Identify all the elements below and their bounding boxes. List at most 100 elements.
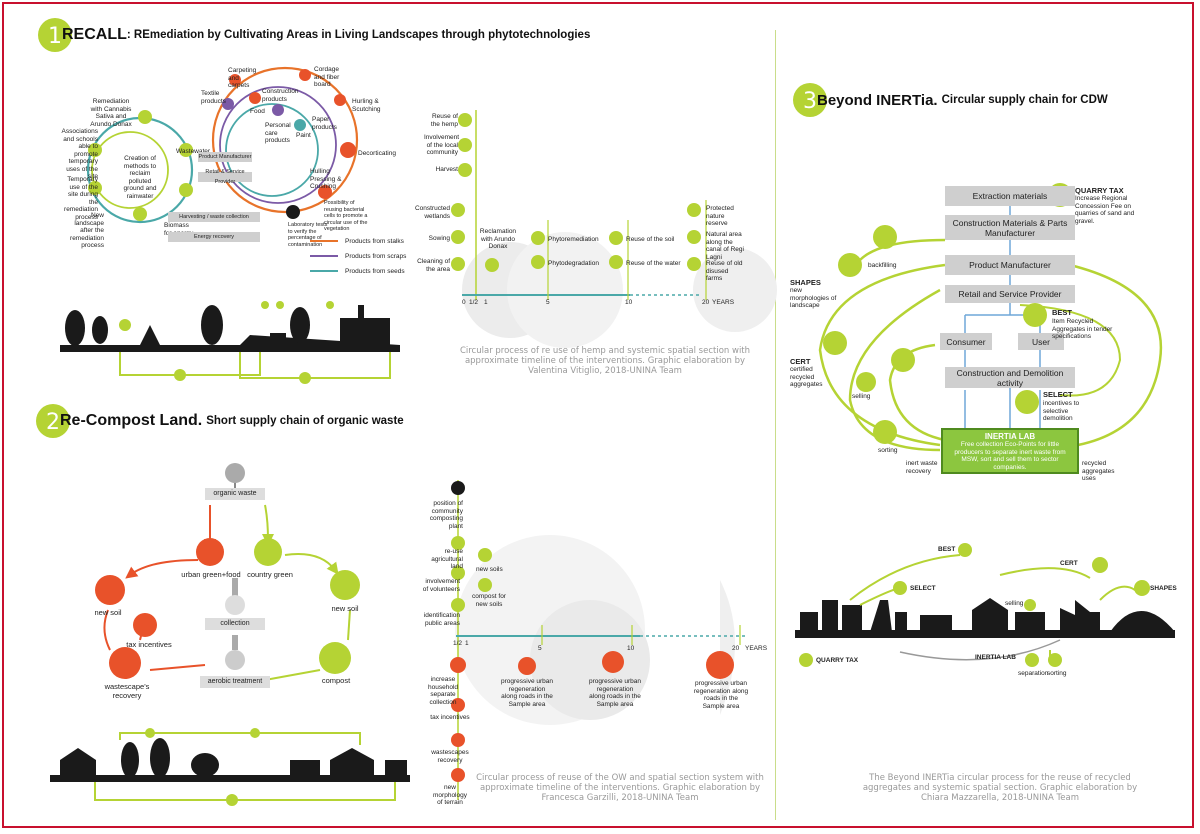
node-tax-incentives: tax incentives: [126, 640, 172, 649]
tl1-reuse-soil: Reuse of the soil: [626, 236, 675, 243]
seed-cycle: [225, 103, 319, 197]
label-hulling: Hulling Pressing & Crushing: [310, 168, 342, 190]
section-2-title: Re-Compost Land.: [60, 412, 203, 429]
shapes-title: SHAPES: [790, 278, 821, 287]
tick1-1: 1: [484, 299, 488, 306]
tick2-years: YEARS: [745, 645, 768, 652]
label-decorticating: Decorticating: [358, 150, 396, 157]
quarry-tax-title: QUARRY TAX: [1075, 186, 1124, 195]
label-construction-products: Construction products: [262, 88, 299, 103]
label-textile: Textile products: [201, 90, 226, 105]
tl1-reclamation: Reclamation with Arundo Donax: [479, 228, 517, 250]
tick2-1: 1: [465, 640, 469, 647]
label-cordage: Cordage and fiber board: [314, 66, 340, 88]
tl2-new-morphology: new morphology of terrain: [433, 784, 467, 806]
section2-landscape: [50, 728, 410, 806]
skyline-quarry-tax: QUARRY TAX: [816, 657, 859, 664]
box-extraction: Extraction materials: [945, 186, 1075, 206]
select-text: incentives to selective demolition: [1043, 400, 1080, 422]
skyline-best: BEST: [938, 546, 956, 553]
label-paper: Paper products: [312, 116, 337, 131]
legend-stalks: Products from stalks: [345, 238, 404, 245]
label-bacterial-reuse: Possibility of reusing bacterial cells t…: [324, 200, 368, 232]
section-3-header: 3 Beyond INERTia. Circular supply chain …: [793, 83, 1108, 117]
tl2-composting-plant: position of community composting plant: [429, 500, 463, 530]
label-wastewater: Wastewater: [176, 148, 211, 155]
node-organic-waste: organic waste: [205, 488, 265, 500]
section-3-number: 3: [793, 83, 827, 117]
tl2-tax-incentives: tax incentives: [430, 714, 470, 721]
section-2-caption: Circular process of reuse of the OW and …: [476, 773, 764, 803]
legend-seeds: Products from seeds: [345, 268, 405, 275]
section-1-header: 1 RECALL : REmediation by Cultivating Ar…: [38, 18, 590, 52]
tl1-nature-reserve: Protected nature reserve: [706, 205, 734, 227]
inertia-lab-box: INERTIA LAB Free collection Eco-Points f…: [941, 428, 1079, 474]
node-wastescape-recovery: wastescape's recovery: [104, 682, 150, 700]
tl1-harvest: Harvest: [435, 166, 458, 173]
label-food: Food: [250, 108, 265, 115]
box-retail-service: Retail and Service Provider: [945, 285, 1075, 303]
section-1-title: RECALL: [62, 26, 127, 43]
section-2-subtitle: Short supply chain of organic waste: [206, 415, 404, 427]
label-inert-waste-recovery: inert waste recovery: [906, 460, 938, 475]
tl1-phytodegradation: Phytodegradation: [548, 260, 599, 267]
section1-nodes: [88, 69, 356, 221]
section-2-header: 2 Re-Compost Land. Short supply chain of…: [36, 404, 404, 438]
label-creation-methods: Creation of methods to reclaim polluted …: [123, 155, 157, 200]
node-aerobic-treatment: aerobic treatment: [200, 676, 270, 688]
inertia-lab-text: Free collection Eco-Points for little pr…: [954, 441, 1066, 471]
box-retail-s1: Retail & Service Provider: [198, 169, 252, 185]
label-personal-care: Personal care products: [265, 122, 291, 144]
skyline-shapes: SHAPES: [1150, 585, 1177, 592]
label-remediation: Remediation with Cannabis Sativa and Aru…: [90, 98, 132, 128]
label-lab-tests: Laboratory tests to verify the percentag…: [288, 222, 328, 248]
tick1-years: YEARS: [712, 299, 735, 306]
tick1-10: 10: [625, 299, 633, 306]
section1-landscape: [60, 301, 400, 384]
label-hurling: Hurling & Scutching: [352, 98, 381, 113]
label-selling: selling: [852, 393, 871, 400]
tl1-sowing: Sowing: [428, 235, 450, 242]
section3-skyline: [795, 543, 1175, 667]
tl1-phytoremediation: Phytoremediation: [548, 236, 599, 243]
box-cd-activity: Construction and Demolition activity: [945, 367, 1075, 388]
tick1-half: 1/2: [469, 299, 479, 306]
tl2-agricultural-land: re-use agricultural land: [431, 548, 463, 570]
box-energy-recovery: Energy recovery: [168, 232, 260, 242]
tick2-5: 5: [538, 645, 542, 652]
node-new-soil-left: new soil: [94, 608, 122, 617]
progressive-1: progressive urban regeneration along roa…: [500, 678, 554, 708]
box-construction-materials: Construction Materials & Parts Manufactu…: [945, 215, 1075, 240]
section-1-number: 1: [38, 18, 72, 52]
tl2-new-soils: new soils: [476, 566, 503, 573]
tl1-reuse-hemp: Reuse of the hemp: [430, 113, 458, 128]
node-collection: collection: [205, 618, 265, 630]
node-new-soil-right: new soil: [331, 604, 359, 613]
section3-flow: [818, 183, 1163, 452]
hemp-cycle-core: [91, 131, 169, 209]
skyline-cert: CERT: [1060, 560, 1078, 567]
skyline-sorting: sorting: [1047, 670, 1067, 677]
tl1-natural-area: Natural area along the canal of Regi Lag…: [706, 231, 744, 261]
skyline-separation: separation: [1018, 670, 1049, 677]
tl2-household-collection: increase household separate collection: [428, 676, 458, 706]
section-3-subtitle: Circular supply chain for CDW: [941, 94, 1108, 106]
tl1-old-farms: Reuse of old disused farms: [706, 260, 743, 282]
tl2-compost-soils: compost for new soils: [472, 593, 506, 608]
quarry-tax-text: Increase Regional Concession Fee on quar…: [1075, 195, 1135, 225]
stalk-cycle: [211, 66, 359, 214]
section-1-subtitle: : REmediation by Cultivating Areas in Li…: [126, 29, 591, 41]
label-associations: Associations and schools able to promote…: [61, 128, 99, 180]
tl1-reuse-water: Reuse of the water: [626, 260, 681, 267]
box-harvesting: Harvesting / waste collection: [168, 212, 260, 222]
label-sorting: sorting: [878, 447, 898, 454]
scrap-cycle: [219, 86, 337, 204]
node-compost: compost: [321, 676, 351, 685]
tick1-5: 5: [546, 299, 550, 306]
label-new-landscape: New landscape after the remediation proc…: [70, 212, 104, 249]
box-product-manufacturer-s1: Product Manufacturer: [198, 152, 252, 162]
label-carpeting: Carpeting and carpets: [228, 67, 257, 89]
tl1-wetlands: Constructed wetlands: [414, 205, 450, 220]
tick2-10: 10: [627, 645, 635, 652]
